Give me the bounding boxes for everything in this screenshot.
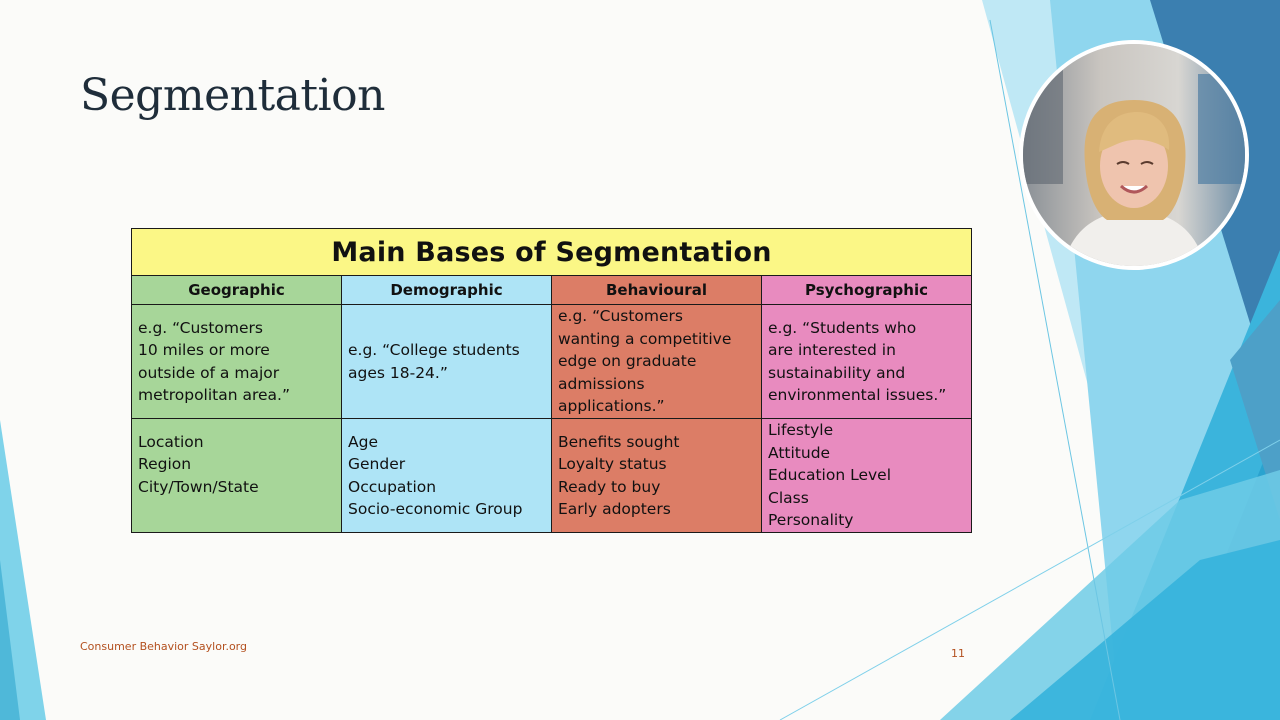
table-heading: Main Bases of Segmentation (131, 228, 972, 276)
example-line: environmental issues.” (768, 386, 947, 404)
base-item: Loyalty status (558, 455, 667, 473)
segmentation-table: Main Bases of Segmentation Geographic De… (131, 228, 972, 533)
base-item: Personality (768, 511, 854, 530)
base-item: Socio-economic Group (348, 500, 523, 518)
column-header-behavioural: Behavioural (551, 275, 762, 305)
bases-cell-demographic: Age Gender Occupation Socio-economic Gro… (341, 418, 552, 533)
example-line: 10 miles or more (138, 341, 270, 359)
column-header-geographic: Geographic (131, 275, 342, 305)
example-line: e.g. “College students (348, 341, 520, 359)
slide-footer: Consumer Behavior Saylor.org (80, 640, 247, 653)
bases-cell-geographic: Location Region City/Town/State (131, 418, 342, 533)
base-item: Gender (348, 455, 406, 473)
example-line: metropolitan area.” (138, 386, 291, 404)
example-line: edge on graduate (558, 352, 697, 371)
base-item: Early adopters (558, 500, 671, 518)
example-line: sustainability and (768, 363, 906, 382)
column-header-psychographic: Psychographic (761, 275, 972, 305)
page-number: 11 (951, 647, 965, 660)
example-line: ages 18-24.” (348, 363, 448, 382)
base-item: Attitude (768, 443, 831, 462)
example-cell-demographic: e.g. “College students ages 18-24.” (341, 304, 552, 419)
slide-title: Segmentation (80, 70, 385, 121)
bases-cell-psychographic: Lifestyle Attitude Education Level Class… (761, 418, 972, 533)
example-line: are interested in (768, 341, 896, 359)
base-item: City/Town/State (138, 477, 259, 496)
example-line: applications.” (558, 397, 665, 416)
base-item: Ready to buy (558, 477, 661, 496)
example-line: outside of a major (138, 363, 280, 382)
base-item: Location (138, 432, 204, 451)
base-item: Region (138, 455, 192, 473)
base-item: Age (348, 432, 378, 451)
example-line: wanting a competitive (558, 329, 732, 348)
example-line: e.g. “Customers (138, 318, 263, 337)
example-cell-psychographic: e.g. “Students who are interested in sus… (761, 304, 972, 419)
example-cell-geographic: e.g. “Customers 10 miles or more outside… (131, 304, 342, 419)
base-item: Class (768, 488, 809, 507)
base-item: Benefits sought (558, 432, 680, 451)
example-cell-behavioural: e.g. “Customers wanting a competitive ed… (551, 304, 762, 419)
base-item: Lifestyle (768, 421, 834, 440)
base-item: Occupation (348, 477, 437, 496)
bases-cell-behavioural: Benefits sought Loyalty status Ready to … (551, 418, 762, 533)
base-item: Education Level (768, 466, 892, 485)
example-line: e.g. “Students who (768, 318, 917, 337)
example-line: admissions (558, 374, 645, 393)
column-header-demographic: Demographic (341, 275, 552, 305)
presenter-video-icon (1023, 44, 1245, 266)
presenter-webcam (1019, 40, 1249, 270)
example-line: e.g. “Customers (558, 307, 683, 326)
